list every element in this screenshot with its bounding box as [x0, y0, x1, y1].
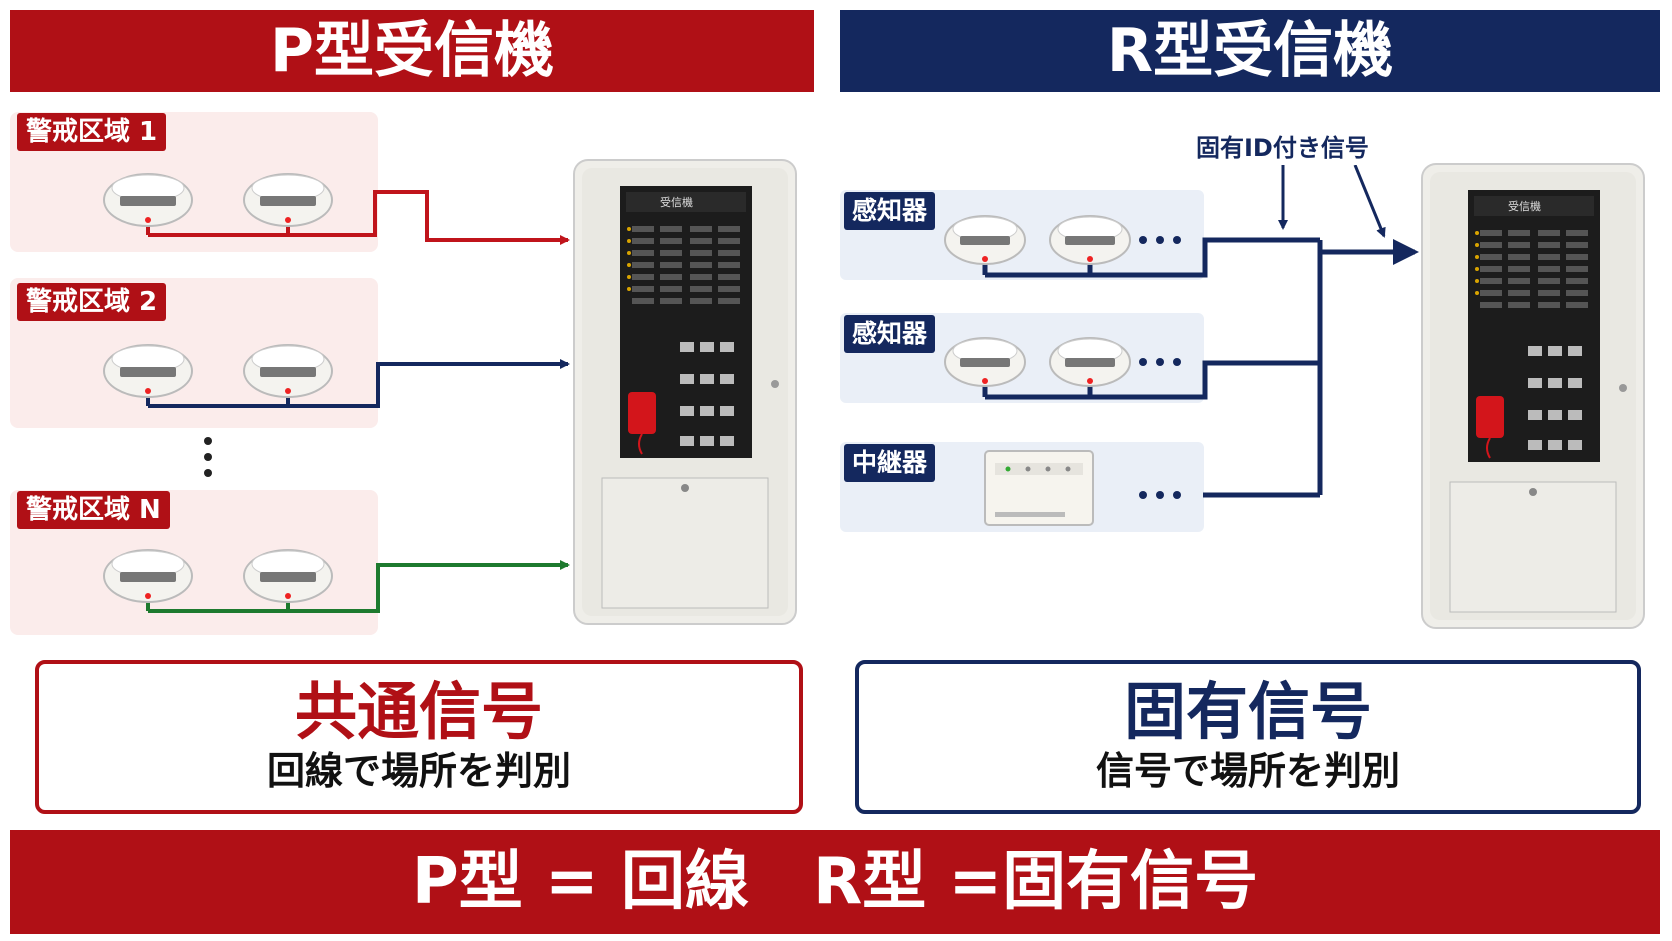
smoke-detector-icon — [243, 173, 333, 227]
more-zones-dots — [204, 437, 212, 477]
p-type-summary: 共通信号 回線で場所を判別 — [35, 660, 803, 814]
zone-1-label: 警戒区域 1 — [17, 113, 167, 151]
zone-n-label: 警戒区域 N — [17, 491, 170, 529]
smoke-detector-icon — [243, 344, 333, 398]
r-type-title: R型受信機 — [840, 10, 1660, 92]
smoke-detector-icon — [243, 549, 333, 603]
zone-1-wire — [148, 190, 570, 245]
smoke-detector-icon — [103, 549, 193, 603]
smoke-detector-icon — [103, 344, 193, 398]
smoke-detector-icon — [103, 173, 193, 227]
relay-unit-icon — [984, 450, 1094, 526]
smoke-detector-icon — [944, 337, 1026, 387]
r-type-summary-title: 固有信号 — [1123, 675, 1372, 748]
zone-n-wire — [148, 560, 570, 613]
r-type-summary-sub: 信号で場所を判別 — [1095, 749, 1400, 793]
footer-summary: P型 = 回線 R型 =固有信号 — [10, 830, 1660, 934]
zone-2-label: 警戒区域 2 — [17, 283, 167, 321]
detector-row-2-label: 感知器 — [844, 315, 936, 353]
id-signal-callout: 固有ID付き信号 — [1188, 126, 1377, 165]
panel-label-left: 受信機 — [660, 196, 693, 209]
smoke-detector-icon — [1049, 215, 1131, 265]
smoke-detector-icon — [1049, 337, 1131, 387]
p-type-summary-sub: 回線で場所を判別 — [266, 749, 571, 793]
r-type-summary: 固有信号 信号で場所を判別 — [855, 660, 1641, 814]
more-devices-dots — [1139, 236, 1181, 499]
p-type-summary-title: 共通信号 — [294, 675, 543, 748]
relay-row-label: 中継器 — [844, 444, 936, 482]
panel-label-right: 受信機 — [1508, 200, 1541, 213]
zone-2-wire — [148, 359, 570, 408]
detector-row-1-label: 感知器 — [844, 192, 936, 230]
p-type-title: P型受信機 — [10, 10, 814, 92]
row-1-wire — [985, 237, 1320, 278]
fire-alarm-panel-icon — [573, 159, 797, 625]
row-2-wire — [985, 360, 1320, 400]
smoke-detector-icon — [944, 215, 1026, 265]
fire-alarm-panel-icon — [1421, 163, 1645, 629]
